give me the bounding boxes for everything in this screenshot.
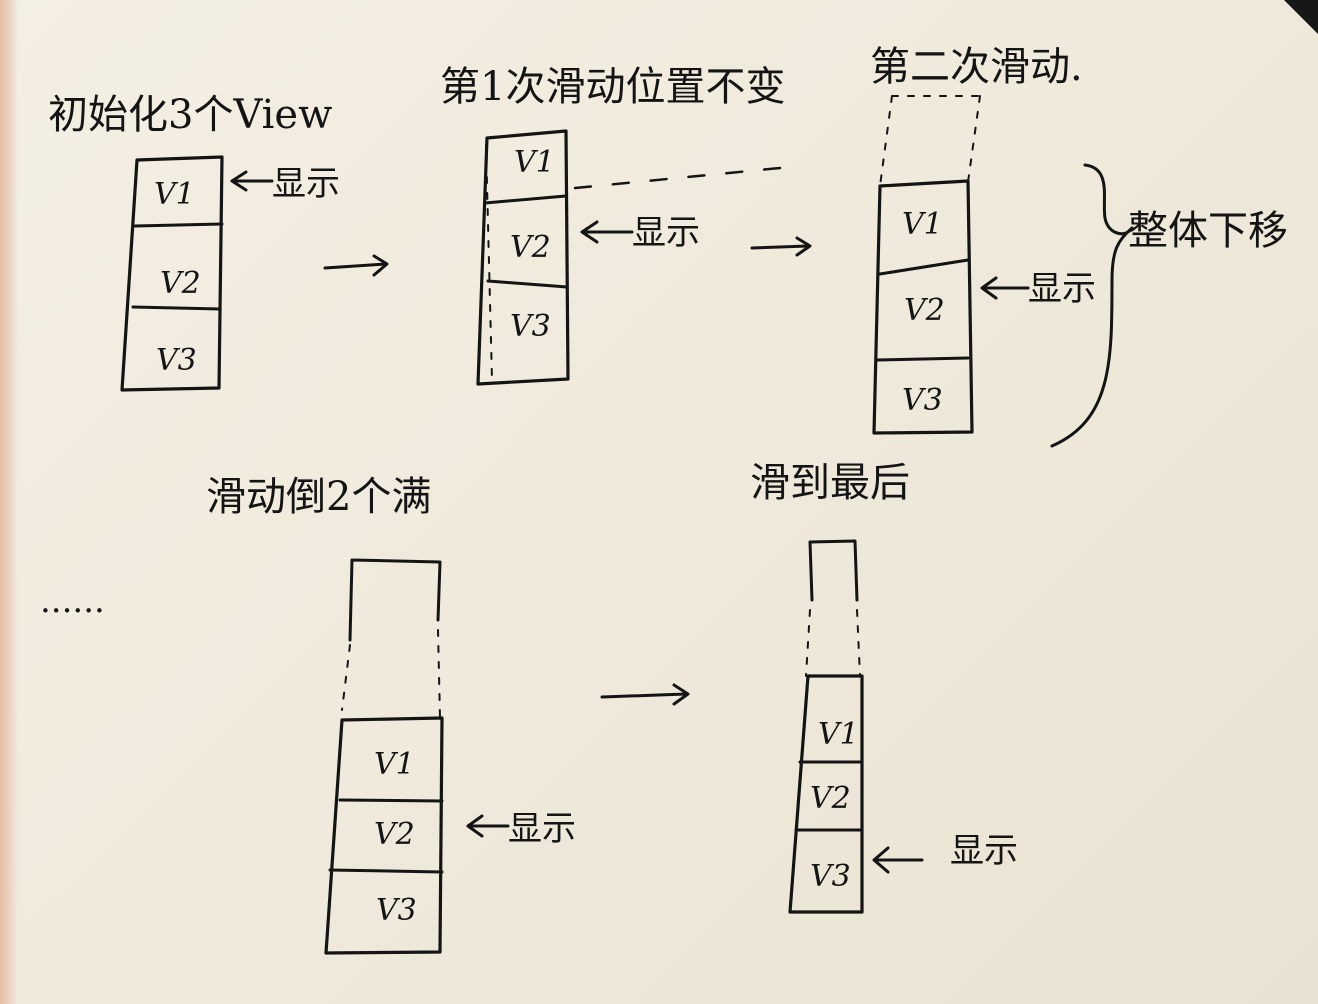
panel-nth-scroll-title: 滑动倒2个满 (206, 474, 431, 520)
page-edge-shadow (0, 0, 18, 1004)
panel-last-scroll: 滑到最后 V1 V2 V3 显示 (750, 460, 1018, 914)
view-stack (324, 558, 444, 955)
cell-v3-label: V3 (376, 893, 417, 928)
stack-outline (788, 674, 864, 914)
show-label: 显示 (950, 831, 1018, 871)
view-stack (476, 129, 570, 386)
show-label: 显示 (508, 809, 576, 849)
cell-v3-label: V3 (810, 859, 851, 894)
stack-outline (872, 179, 974, 435)
cell-divider (328, 868, 444, 874)
cell-v1-label: V1 (902, 207, 943, 242)
cell-v1-label: V1 (154, 177, 195, 212)
motion-dash (573, 166, 782, 190)
view-stack (788, 539, 864, 914)
stack-outline (324, 716, 444, 955)
cell-divider (878, 258, 970, 276)
cell-v1-label: V1 (514, 145, 555, 180)
cell-divider (131, 305, 222, 311)
panel-nth-scroll: 滑动倒2个满 V1 V2 V3 显示 (206, 474, 576, 955)
arrow-right-icon (600, 683, 690, 706)
view-stack (872, 95, 981, 435)
cell-v3-label: V3 (510, 309, 551, 344)
cell-divider (483, 194, 568, 205)
ellipsis-text: ...... (40, 581, 105, 621)
panel-first-scroll-title: 第1次滑动位置不变 (440, 64, 785, 110)
arrow-left-icon (872, 846, 924, 874)
arrow-left-icon (580, 220, 634, 244)
cell-v2-label: V2 (904, 293, 945, 328)
stack-outline (120, 155, 224, 392)
cell-v3-label: V3 (902, 383, 943, 418)
cell-v3-label: V3 (156, 343, 197, 378)
cell-v2-label: V2 (810, 781, 851, 816)
cell-v2-label: V2 (510, 230, 551, 265)
panel-second-scroll-title: 第二次滑动. (870, 44, 1083, 90)
arrow-right-icon (323, 254, 389, 277)
panel-second-scroll: 第二次滑动. V1 V2 V3 显示 整体下移 (870, 44, 1288, 448)
cell-v1-label: V1 (374, 747, 415, 782)
stack-outline (808, 539, 859, 602)
stack-outline (348, 558, 442, 642)
cell-v1-label: V1 (818, 717, 859, 752)
panel-initial: 初始化3个View V1 V2 V3 显示 (48, 92, 340, 392)
brace-label: 整体下移 (1128, 208, 1288, 254)
show-label: 显示 (632, 213, 700, 253)
stack-outline (476, 129, 570, 386)
show-label: 显示 (272, 164, 340, 204)
arrow-left-icon (230, 170, 274, 192)
curly-brace-icon (1050, 163, 1134, 448)
stack-outline (341, 629, 441, 719)
cell-divider (338, 798, 444, 803)
cell-divider (486, 279, 569, 289)
arrow-left-icon (980, 276, 1030, 300)
panel-initial-title: 初始化3个View (48, 92, 332, 138)
arrow-right-icon (750, 236, 812, 257)
show-label: 显示 (1028, 269, 1096, 309)
arrow-left-icon (466, 814, 510, 838)
cell-divider (133, 222, 224, 228)
panel-last-scroll-title: 滑到最后 (750, 460, 910, 506)
cell-v2-label: V2 (374, 817, 415, 852)
cell-divider (485, 144, 493, 381)
panel-first-scroll: 第1次滑动位置不变 V1 V2 V3 显示 (440, 64, 785, 386)
stack-outline (879, 95, 981, 187)
cell-v2-label: V2 (160, 266, 201, 301)
view-stack (120, 155, 224, 392)
cell-divider (875, 356, 970, 362)
stack-outline (805, 609, 861, 677)
